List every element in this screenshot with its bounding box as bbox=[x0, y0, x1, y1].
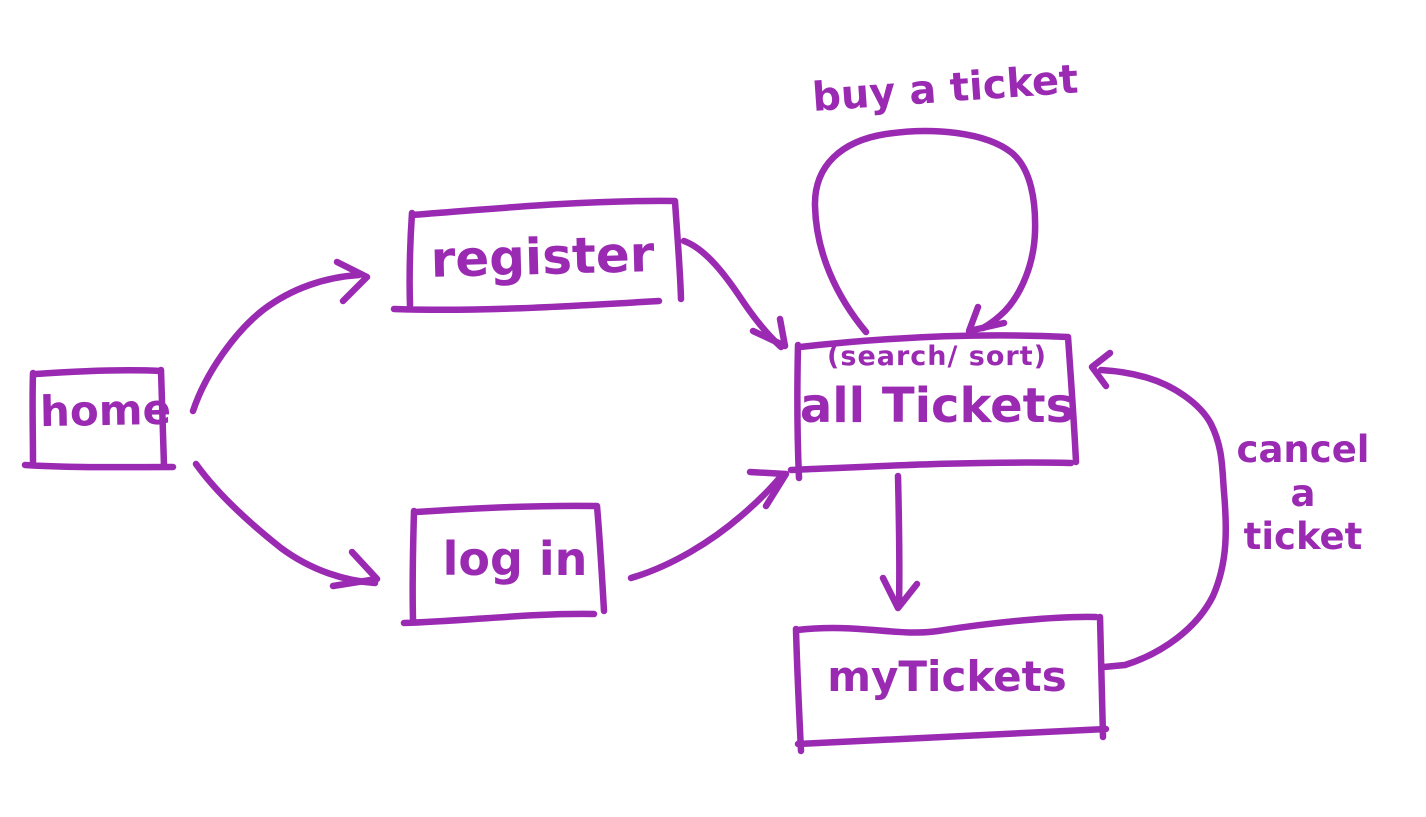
edge-cancel-ticket-label-line2: a bbox=[1290, 471, 1316, 515]
arrow-login-to-alltickets bbox=[627, 471, 786, 582]
my-tickets-box-outline bbox=[792, 613, 1110, 755]
node-login-label: log in bbox=[442, 532, 588, 586]
arrow-home-to-register bbox=[189, 271, 363, 415]
node-mytickets-label: myTickets bbox=[827, 652, 1067, 701]
login-box-outline bbox=[400, 502, 608, 627]
all-tickets-box-outline bbox=[787, 332, 1080, 482]
buy-ticket-loop bbox=[811, 127, 1039, 336]
cancel-ticket-loop-head bbox=[1088, 349, 1114, 390]
arrow-home-to-login bbox=[192, 460, 379, 587]
arrow-register-to-alltickets bbox=[680, 237, 785, 351]
arrow-register-to-alltickets-head bbox=[749, 315, 789, 350]
edge-cancel-ticket-label-line3: ticket bbox=[1243, 515, 1363, 559]
home-box-outline bbox=[21, 366, 177, 471]
arrow-login-to-alltickets-head bbox=[746, 468, 790, 510]
arrow-alltickets-to-mytickets-head bbox=[879, 574, 921, 612]
node-home-label: home bbox=[39, 384, 172, 437]
edge-cancel-ticket-label: cancel a ticket bbox=[1228, 428, 1378, 559]
arrow-home-to-register-head bbox=[333, 258, 371, 305]
arrow-alltickets-to-mytickets bbox=[894, 472, 903, 608]
arrow-home-to-login-head bbox=[329, 548, 381, 590]
cancel-ticket-loop bbox=[1097, 366, 1230, 671]
node-alltickets-label: all Tickets bbox=[799, 378, 1075, 434]
edge-cancel-ticket-label-line1: cancel bbox=[1236, 428, 1370, 471]
register-box-outline bbox=[390, 197, 685, 314]
node-register-label: register bbox=[429, 225, 656, 289]
buy-ticket-loop-head bbox=[965, 303, 1008, 335]
node-alltickets-sublabel: (search/ sort) bbox=[827, 341, 1047, 372]
